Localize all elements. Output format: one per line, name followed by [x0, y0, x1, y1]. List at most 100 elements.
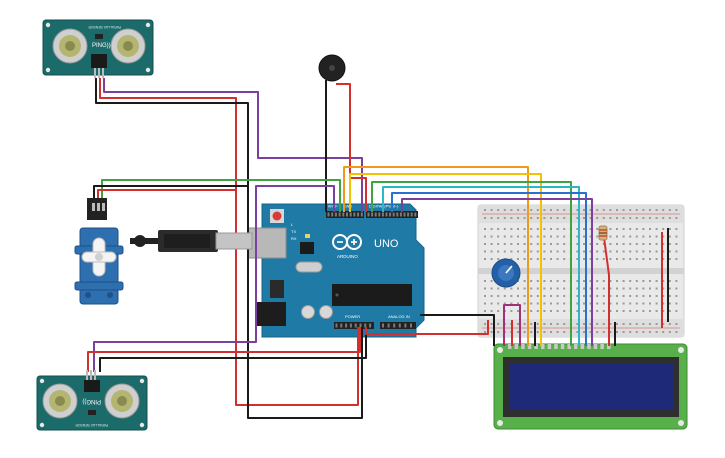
rail-hole	[517, 323, 519, 325]
rail-hole	[589, 217, 592, 219]
lcd-pin	[607, 344, 611, 349]
ultrasonic-sensor-top[interactable]: PING)) PARALLAX SENSOR	[42, 19, 154, 78]
rail-hole	[523, 209, 526, 211]
lcd-screen	[509, 364, 673, 410]
ultrasonic-sensor-bottom[interactable]: PING)) PARALLAX SENSOR	[36, 370, 148, 431]
breadboard-hole	[589, 287, 592, 290]
breadboard-hole	[668, 287, 671, 290]
usb-socket	[247, 227, 287, 259]
rail-hole	[635, 323, 638, 325]
header-pin	[407, 212, 410, 217]
wire-bottom-sensor-trig	[93, 185, 335, 372]
rail-hole	[589, 331, 592, 333]
breadboard-hole	[662, 235, 665, 238]
breadboard-hole	[635, 258, 638, 260]
header-pin	[385, 212, 388, 217]
breadboard-hole	[649, 250, 651, 253]
breadboard-hole	[536, 310, 539, 312]
breadboard-hole	[649, 310, 651, 312]
breadboard-hole	[583, 258, 585, 260]
transducer-right	[104, 383, 140, 419]
rail-hole	[583, 331, 585, 333]
arduino-logo	[332, 234, 362, 250]
breadboard[interactable]	[477, 204, 685, 338]
breadboard-hole	[602, 287, 605, 290]
breadboard-hole	[563, 295, 566, 297]
arduino-header-pins	[327, 212, 417, 328]
header-pin	[410, 323, 412, 328]
rail-hole	[503, 209, 506, 211]
sensor-top-fine-print: PARALLAX SENSOR	[88, 25, 121, 29]
lcd-display[interactable]	[493, 343, 688, 430]
breadboard-hole	[497, 258, 500, 260]
wires	[87, 78, 669, 419]
breadboard-hole	[589, 250, 592, 253]
breadboard-hole	[484, 295, 486, 297]
breadboard-hole	[583, 243, 585, 245]
piezo-buzzer[interactable]	[318, 54, 346, 82]
rail-hole	[556, 209, 559, 211]
breadboard-hole	[662, 295, 665, 297]
rail-hole	[649, 217, 651, 219]
breadboard-hole	[510, 310, 513, 312]
breadboard-hole	[556, 228, 559, 230]
gnd-label: GND	[344, 205, 352, 209]
header-pin	[404, 323, 407, 328]
rail-hole	[550, 217, 552, 219]
breadboard-hole	[583, 228, 585, 230]
breadboard-hole	[668, 250, 671, 253]
wire-top-sensor-vcc	[99, 78, 359, 406]
header-pin	[393, 323, 396, 328]
breadboard-hole	[490, 228, 493, 230]
sensor-top-label: PING))	[92, 43, 111, 49]
breadboard-hole	[589, 310, 592, 312]
breadboard-hole	[484, 287, 486, 290]
wire-bottom-sensor-gnd	[99, 327, 367, 372]
digital-header-label: DIGITAL (PWM~)	[369, 205, 399, 209]
breadboard-hole	[517, 302, 519, 305]
rail-hole	[530, 209, 533, 211]
arduino-uno-board[interactable]: UNO ARDUINO DIGITAL (PWM~) TX RX L AREF …	[247, 203, 425, 338]
breadboard-hole	[629, 295, 632, 297]
rail-hole	[550, 331, 552, 333]
rail-hole	[596, 217, 599, 219]
breadboard-hole	[576, 302, 579, 305]
rail-hole	[583, 217, 585, 219]
potentiometer[interactable]	[491, 258, 521, 288]
usb-cable[interactable]	[130, 230, 253, 252]
header-pin	[353, 212, 356, 217]
rail-hole	[622, 323, 625, 325]
rail-hole	[523, 323, 526, 325]
rail-hole	[629, 331, 632, 333]
breadboard-hole	[589, 235, 592, 238]
breadboard-hole	[563, 243, 566, 245]
rail-hole	[517, 209, 519, 211]
breadboard-hole	[497, 310, 500, 312]
breadboard-hole	[596, 258, 599, 260]
wire-lcd-d7	[343, 166, 529, 346]
wire-lcd-d4	[382, 186, 580, 346]
analog-header-label: ANALOG IN	[388, 314, 410, 319]
breadboard-hole	[629, 228, 632, 230]
rail-hole	[497, 331, 500, 333]
breadboard-hole	[616, 280, 618, 282]
breadboard-hole	[662, 243, 665, 245]
rail-hole	[517, 217, 519, 219]
rail-hole	[668, 217, 671, 219]
header-pin	[357, 212, 360, 217]
breadboard-hole	[642, 287, 645, 290]
header-pin	[345, 323, 348, 328]
breadboard-hole	[602, 302, 605, 305]
servo-motor[interactable]	[74, 198, 124, 305]
breadboard-hole	[629, 287, 632, 290]
breadboard-hole	[589, 295, 592, 297]
rail-hole	[616, 209, 618, 211]
reset-button[interactable]	[272, 211, 282, 221]
header-pin	[371, 212, 374, 217]
breadboard-hole	[635, 250, 638, 253]
resistor[interactable]	[598, 225, 608, 241]
lcd-pin	[580, 344, 585, 349]
header-pin	[381, 212, 384, 217]
breadboard-hole	[583, 310, 585, 312]
